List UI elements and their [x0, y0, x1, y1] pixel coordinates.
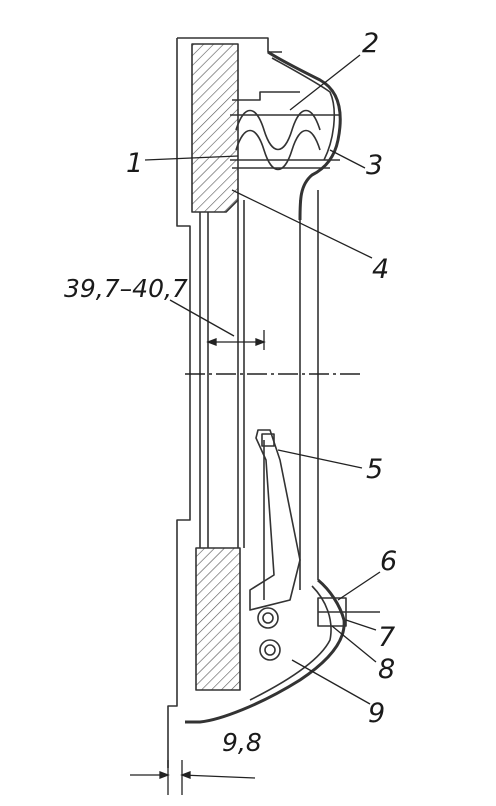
gap-dimension	[169, 299, 266, 350]
flywheel-outline	[167, 37, 282, 768]
leader-7	[345, 619, 377, 631]
callout-4: 4	[372, 254, 390, 285]
pressure-spring	[230, 109, 340, 171]
callout-5: 5	[366, 454, 384, 485]
leader-3	[329, 149, 366, 169]
leader-2	[289, 54, 361, 111]
lever-head	[261, 433, 275, 447]
callout-6: 6	[380, 546, 398, 577]
cover-bottom	[185, 578, 346, 724]
clutch-cover-inner	[271, 57, 336, 161]
leader-4	[231, 189, 373, 259]
leader-9	[291, 659, 371, 705]
callout-7: 7	[378, 622, 396, 653]
leader-8	[331, 625, 377, 663]
spring-cup	[232, 91, 330, 169]
pivot-lower	[259, 639, 281, 661]
leader-6	[337, 571, 381, 601]
cover-bottom-inner	[249, 585, 332, 701]
callout-8: 8	[378, 654, 396, 685]
callout-9: 9	[368, 698, 386, 729]
pressure-plate-lower	[195, 547, 241, 691]
leader-5	[277, 449, 363, 469]
thickness-dimension-label: 9,8	[222, 728, 262, 757]
gap-dimension-label: 39,7–40,7	[64, 274, 188, 303]
leader-1	[144, 155, 239, 161]
release-lever	[249, 429, 301, 611]
callout-1: 1	[126, 148, 144, 179]
callout-3: 3	[366, 150, 384, 181]
pivot-upper	[257, 607, 279, 629]
callout-2: 2	[362, 28, 380, 59]
clutch-cover	[267, 50, 342, 221]
thickness-dimension	[130, 760, 256, 795]
pressure-plate-upper	[191, 43, 239, 213]
